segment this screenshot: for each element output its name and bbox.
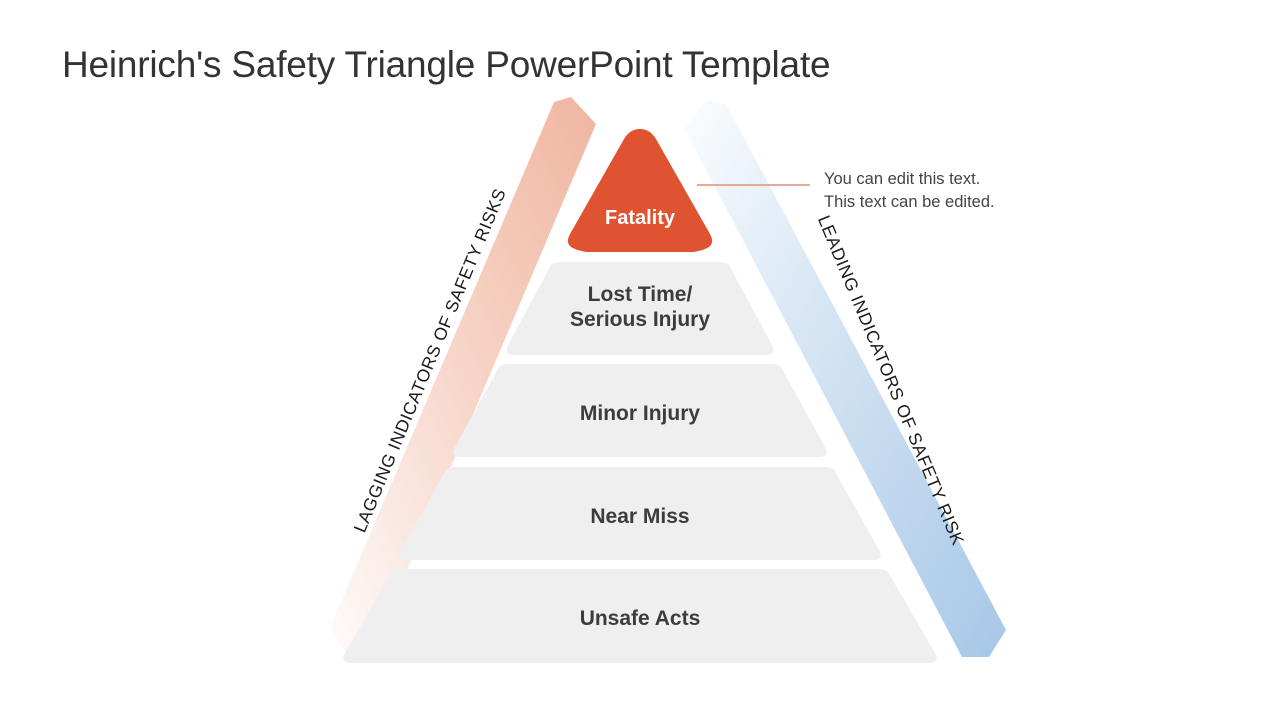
pyramid-tier-minor-injury[interactable] (453, 364, 827, 457)
band-lagging (330, 97, 596, 653)
pyramid-tier-fatality[interactable] (567, 129, 713, 252)
pyramid-tier-unsafe-acts[interactable] (343, 569, 937, 663)
pyramid-tier-near-miss[interactable] (399, 467, 881, 560)
band-leading (684, 100, 1006, 657)
callout-connector-line (697, 184, 810, 186)
pyramid-tier-lost-time[interactable] (506, 262, 774, 355)
page-title: Heinrich's Safety Triangle PowerPoint Te… (62, 44, 831, 85)
callout-text: You can edit this text. This text can be… (824, 170, 995, 212)
